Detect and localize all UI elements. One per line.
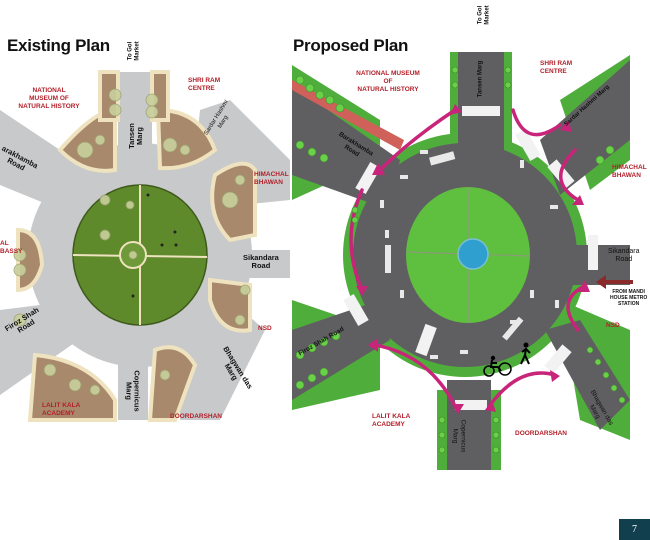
road-label-to-gol-market: To Gol Market xyxy=(477,5,491,25)
existing-plan-panel: Existing Plan xyxy=(0,0,290,540)
road-label-copernicus: Copernicus Marg xyxy=(451,419,467,453)
road-label-tansen-marg: Tansen Marg xyxy=(126,123,144,149)
page-number-badge: 7 xyxy=(619,519,650,540)
landmark-embassy: AL BASSY xyxy=(0,240,23,255)
landmark-doordarshan: DOORDARSHAN xyxy=(170,413,222,420)
road-label-sikandara: Sikandara Road xyxy=(608,248,640,263)
pedestrian-icon xyxy=(520,342,531,365)
existing-plan-map xyxy=(0,70,290,422)
landmark-himachal-bhawan: HIMACHAL BHAWAN xyxy=(612,164,647,179)
landmark-lalit-kala-academy: LALIT KALA ACADEMY xyxy=(42,402,81,417)
cyclist-icon xyxy=(483,355,512,377)
proposed-plan-panel: Proposed Plan xyxy=(290,0,650,540)
landmark-mandi-house-metro: FROM MANDI HOUSE METRO STATION xyxy=(610,289,648,307)
landmark-national-museum: NATIONAL MUSEUM OF NATURAL HISTORY xyxy=(356,70,420,93)
road-label-to-gol-market: To Gol Market xyxy=(127,41,141,61)
landmark-shri-ram-centre: SHRI RAM CENTRE xyxy=(188,77,221,92)
landmark-doordarshan: DOORDARSHAN xyxy=(515,430,567,437)
landmark-nsd: NSD xyxy=(606,322,620,329)
landmark-nsd: NSD xyxy=(258,325,272,332)
landmark-national-museum: NATIONAL MUSEUM OF NATURAL HISTORY xyxy=(18,87,80,110)
proposed-plan-map xyxy=(292,52,633,470)
landmark-lalit-kala-academy: LALIT KALA ACADEMY xyxy=(372,413,411,428)
landmark-shri-ram-centre: SHRI RAM CENTRE xyxy=(540,60,573,75)
road-label-tansen-marg: Tansen Marg xyxy=(477,60,484,98)
road-label-sikandara: Sikandara Road xyxy=(243,253,279,270)
road-label-copernicus: Copernicus Marg xyxy=(124,370,142,412)
landmark-himachal-bhawan: HIMACHAL BHAWAN xyxy=(254,171,289,186)
existing-plan-title: Existing Plan xyxy=(7,36,110,55)
proposed-plan-title: Proposed Plan xyxy=(293,36,409,55)
